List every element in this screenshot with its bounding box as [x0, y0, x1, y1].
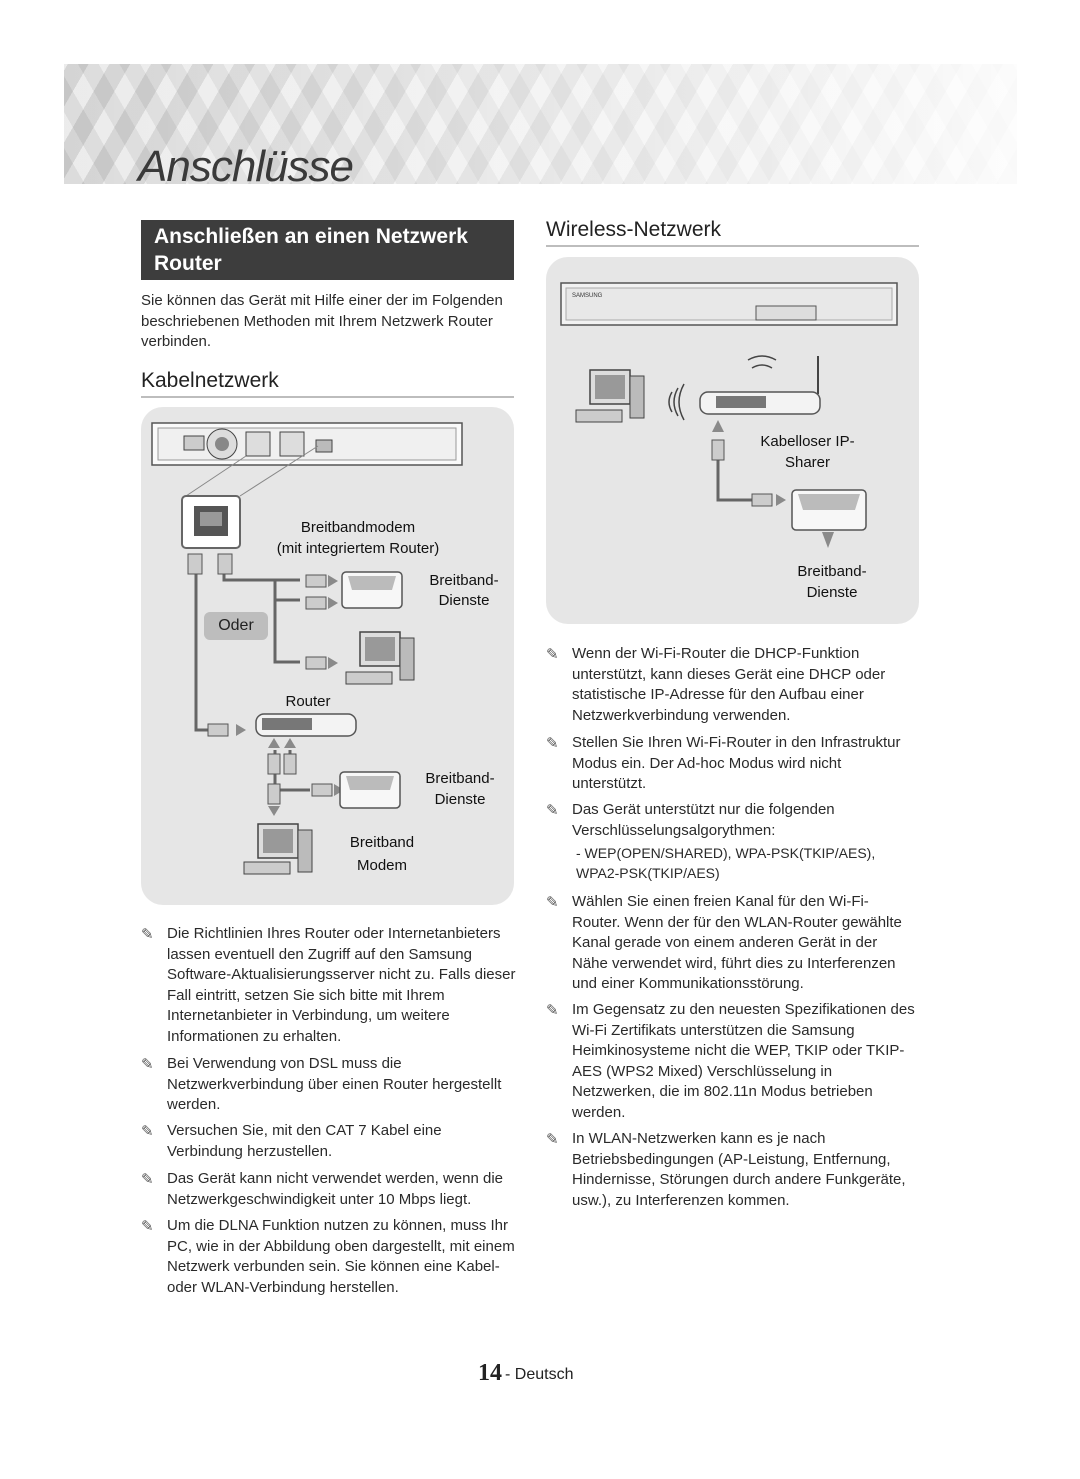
wireless-note-2: ✎ Stellen Sie Ihren Wi-Fi-Router in den … — [546, 733, 917, 795]
router-device — [255, 713, 357, 737]
wired-note-4: ✎ Das Gerät kann nicht verwendet werden,… — [141, 1169, 519, 1210]
service1-label-a: Breitband- — [429, 572, 499, 589]
player-front-panel: SAMSUNG — [560, 282, 898, 326]
pencil-icon: ✎ — [141, 1171, 154, 1188]
sharer-label-a: Kabelloser IP- — [760, 433, 855, 450]
wired-subheading: Kabelnetzwerk — [141, 369, 279, 392]
pencil-icon: ✎ — [546, 1002, 559, 1019]
modem-label-line2: (mit integriertem Router) — [276, 540, 440, 557]
header-banner — [64, 64, 1017, 184]
wired-note-5-text: Um die DLNA Funktion nutzen zu können, m… — [167, 1217, 515, 1296]
pencil-icon: ✎ — [546, 646, 559, 663]
pencil-icon: ✎ — [546, 894, 559, 911]
encryption-list: - WEP(OPEN/SHARED), WPA-PSK(TKIP/AES), W… — [576, 845, 876, 881]
section-heading: Anschließen an einen Netzwerk Router — [141, 220, 514, 280]
wireless-subheading: Wireless-Netzwerk — [546, 218, 722, 241]
wired-note-4-text: Das Gerät kann nicht verwendet werden, w… — [167, 1170, 504, 1208]
wireless-service-label-b: Dienste — [806, 584, 858, 601]
pencil-icon: ✎ — [141, 926, 154, 943]
router-label: Router — [285, 693, 331, 710]
wired-note-3-text: Versuchen Sie, mit den CAT 7 Kabel eine … — [167, 1122, 442, 1160]
wireless-note-4: ✎ Wählen Sie einen freien Kanal für den … — [546, 892, 917, 995]
sharer-label-b: Sharer — [784, 454, 831, 471]
pencil-icon: ✎ — [546, 1131, 559, 1148]
wireless-note-1-text: Wenn der Wi-Fi-Router die DHCP-Funktion … — [572, 645, 886, 724]
page-title: Anschlüsse — [138, 142, 354, 191]
modem2-label-b: Modem — [356, 857, 408, 874]
wired-note-5: ✎ Um die DLNA Funktion nutzen zu können,… — [141, 1216, 519, 1298]
wireless-modem — [791, 489, 867, 531]
pencil-icon: ✎ — [141, 1056, 154, 1073]
modem2-label-a: Breitband — [349, 834, 415, 851]
wireless-arrows — [712, 420, 834, 548]
wireless-cable — [716, 460, 752, 502]
pencil-icon: ✎ — [546, 735, 559, 752]
brand-logo: SAMSUNG — [572, 293, 603, 299]
wired-note-1-text: Die Richtlinien Ihres Router oder Intern… — [167, 925, 516, 1045]
wireless-connectors — [711, 439, 773, 507]
pc-device-1 — [345, 631, 415, 685]
wired-note-3: ✎ Versuchen Sie, mit den CAT 7 Kabel ein… — [141, 1121, 519, 1162]
player-rear-panel — [151, 422, 463, 466]
wifi-waves — [668, 355, 777, 421]
wireless-note-5: ✎ Im Gegensatz zu den neuesten Spezifika… — [546, 1000, 917, 1123]
page-number: 14 — [478, 1360, 502, 1386]
service1-label-b: Dienste — [438, 592, 490, 609]
modem-device-1 — [341, 571, 403, 609]
pc-device-2 — [243, 823, 313, 875]
wired-note-2-text: Bei Verwendung von DSL muss die Netzwerk… — [167, 1055, 502, 1113]
wireless-note-4-text: Wählen Sie einen freien Kanal für den Wi… — [572, 893, 902, 992]
wireless-note-1: ✎ Wenn der Wi-Fi-Router die DHCP-Funktio… — [546, 644, 917, 726]
lan-port-zoom — [181, 445, 319, 549]
service2-label-a: Breitband- — [425, 770, 495, 787]
wired-cables — [194, 556, 310, 792]
wireless-note-3: ✎ Das Gerät unterstützt nur die folgende… — [546, 800, 917, 841]
modem-device-2 — [339, 771, 401, 809]
pencil-icon: ✎ — [546, 802, 559, 819]
wireless-note-3-text: Das Gerät unterstützt nur die folgenden … — [572, 801, 835, 839]
wireless-rule — [546, 245, 919, 247]
modem-label-line1: Breitbandmodem — [300, 519, 416, 536]
page-language: - Deutsch — [505, 1366, 574, 1383]
wired-note-2: ✎ Bei Verwendung von DSL muss die Netzwe… — [141, 1054, 519, 1116]
wireless-router — [699, 356, 821, 415]
wired-connectors — [187, 553, 333, 805]
wired-rule — [141, 396, 514, 398]
wired-arrows — [236, 575, 344, 816]
wired-note-1: ✎ Die Richtlinien Ihres Router oder Inte… — [141, 924, 519, 1047]
pencil-icon: ✎ — [141, 1218, 154, 1235]
or-badge: Oder — [204, 612, 268, 640]
wireless-note-2-text: Stellen Sie Ihren Wi-Fi-Router in den In… — [572, 734, 901, 792]
pencil-icon: ✎ — [141, 1123, 154, 1140]
wireless-note-5-text: Im Gegensatz zu den neuesten Spezifikati… — [572, 1001, 915, 1121]
service2-label-b: Dienste — [434, 791, 486, 808]
wireless-service-label-a: Breitband- — [797, 563, 867, 580]
wireless-note-6: ✎ In WLAN-Netzwerken kann es je nach Bet… — [546, 1129, 917, 1211]
wired-diagram-panel — [141, 407, 514, 905]
wireless-pc — [575, 369, 645, 423]
intro-paragraph: Sie können das Gerät mit Hilfe einer der… — [141, 292, 503, 350]
wireless-note-6-text: In WLAN-Netzwerken kann es je nach Betri… — [572, 1130, 906, 1209]
